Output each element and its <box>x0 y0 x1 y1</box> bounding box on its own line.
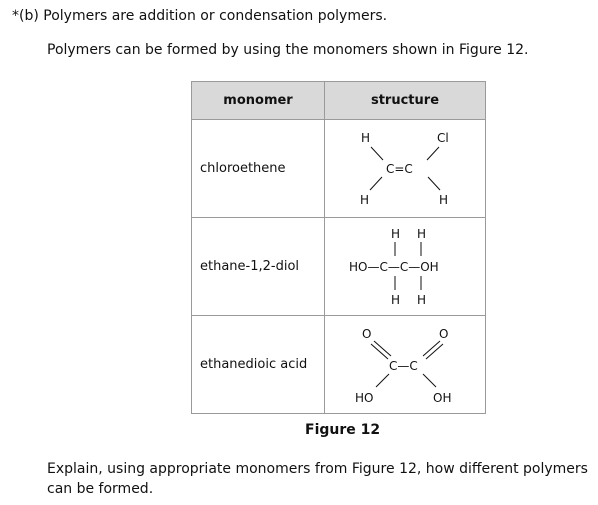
monomer-table: monomer structure chloroethene H Cl C=C … <box>191 81 486 414</box>
atom-h: H <box>360 193 369 207</box>
intro-text: Polymers can be formed by using the mono… <box>47 42 529 58</box>
bond <box>427 176 441 191</box>
bond <box>422 373 437 388</box>
bond <box>426 146 440 161</box>
chloroethene-structure: H Cl C=C H H <box>360 131 449 207</box>
atom-cl: Cl <box>437 131 449 145</box>
atom-o: O <box>362 327 371 341</box>
atom-o: O <box>439 327 448 341</box>
header-monomer: monomer <box>191 81 325 120</box>
atom-h: H <box>361 131 370 145</box>
monomer-name-chloroethene: chloroethene <box>191 119 325 218</box>
atom-h: H <box>417 293 426 307</box>
ethane-diol-structure: H H HO—C—C—OH H H <box>349 227 439 307</box>
atom-h: H <box>391 293 400 307</box>
structure-ethane-diol: H H HO—C—C—OH H H <box>324 217 486 316</box>
header-structure: structure <box>324 81 486 120</box>
bond <box>375 373 390 388</box>
table-header-row: monomer structure <box>191 81 486 120</box>
hydroxyl-group: HO <box>355 391 373 405</box>
double-bond-line <box>370 343 389 360</box>
question-label: *(b) Polymers are addition or condensati… <box>12 8 388 24</box>
carbon-bond: C—C <box>389 359 418 373</box>
hydroxyl-group: OH <box>433 391 451 405</box>
table-row: chloroethene H Cl C=C H H <box>191 119 486 218</box>
atom-h: H <box>391 227 400 241</box>
monomer-name-ethanedioic-acid: ethanedioic acid <box>191 315 325 414</box>
double-bond-line <box>422 340 441 357</box>
figure-caption: Figure 12 <box>305 422 381 438</box>
table-row: ethanedioic acid O O C—C HO OH <box>191 315 486 414</box>
double-bond-line <box>425 343 444 360</box>
ethanedioic-acid-structure: O O C—C HO OH <box>355 327 451 405</box>
structure-chloroethene: H Cl C=C H H <box>324 119 486 218</box>
bond <box>370 146 384 161</box>
double-bond-line <box>373 340 392 357</box>
bond <box>369 176 383 191</box>
atom-h: H <box>439 193 448 207</box>
structure-ethanedioic-acid: O O C—C HO OH <box>324 315 486 414</box>
question-prompt: Explain, using appropriate monomers from… <box>47 461 588 497</box>
monomer-name-ethane-diol: ethane-1,2-diol <box>191 217 325 316</box>
carbon-double-bond: C=C <box>386 162 413 176</box>
atom-h: H <box>417 227 426 241</box>
table-row: ethane-1,2-diol H H HO—C—C—OH H H <box>191 217 486 316</box>
carbon-chain: HO—C—C—OH <box>349 260 439 274</box>
